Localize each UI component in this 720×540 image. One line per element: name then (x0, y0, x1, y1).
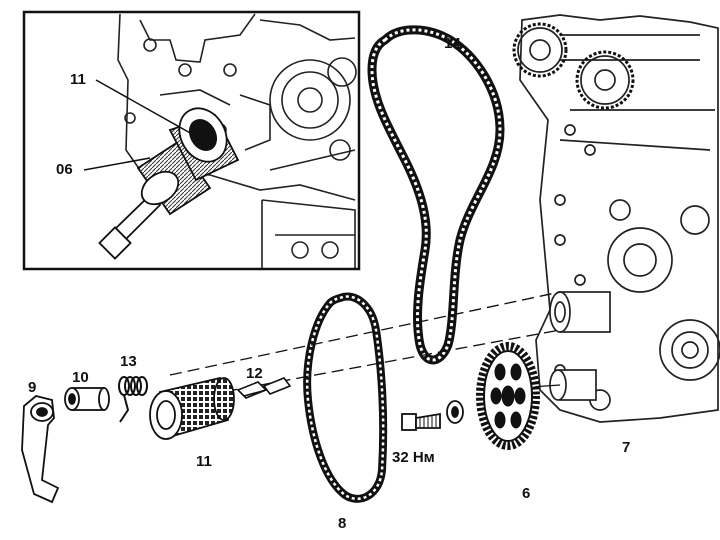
label-9: 9 (28, 379, 36, 396)
timing-chain-upper (367, 25, 505, 365)
camshaft-sprockets (512, 22, 635, 110)
inset-panel: 11 06 (22, 10, 361, 271)
guide-pieces (236, 377, 292, 399)
bushing (64, 387, 110, 411)
label-6: 6 (522, 485, 530, 502)
label-11: 11 (196, 453, 212, 470)
label-12: 12 (246, 365, 263, 382)
timing-chain-lower (303, 292, 388, 503)
label-06-inset: 06 (56, 161, 73, 178)
label-11-inset: 11 (70, 71, 86, 88)
label-7: 7 (622, 439, 630, 456)
label-13: 13 (120, 353, 137, 370)
crank-sprocket (476, 342, 540, 450)
torque-label: 32 Нм (392, 449, 435, 466)
tensioner-arm (21, 395, 60, 504)
spring (118, 376, 148, 423)
sprocket-bolt (401, 400, 464, 431)
label-10: 10 (72, 369, 89, 386)
label-8: 8 (338, 515, 346, 532)
label-14: 14 (444, 35, 461, 52)
tensioner-sprocket (149, 376, 235, 440)
engine-block (517, 14, 720, 423)
